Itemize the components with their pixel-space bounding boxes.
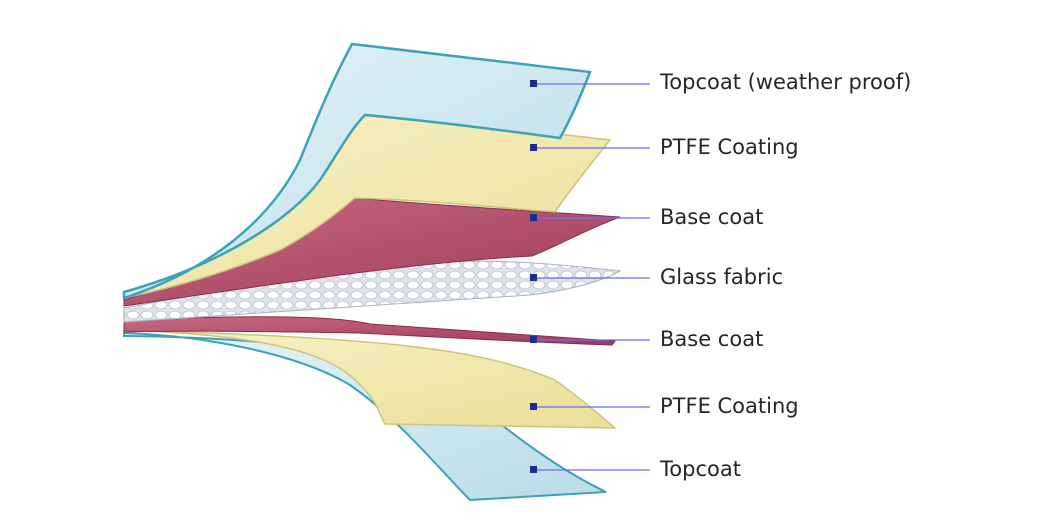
label-base-coat-upper: Base coat — [660, 205, 764, 229]
label-topcoat-weather-proof: Topcoat (weather proof) — [660, 70, 912, 94]
marker-7 — [530, 466, 537, 473]
marker-6 — [530, 403, 537, 410]
label-ptfe-coating-upper: PTFE Coating — [660, 135, 799, 159]
topcoat-upper-layer — [122, 42, 592, 300]
label-topcoat-lower: Topcoat — [660, 457, 741, 481]
marker-2 — [530, 144, 537, 151]
marker-4 — [530, 274, 537, 281]
label-ptfe-coating-lower: PTFE Coating — [660, 394, 799, 418]
ptfe-coating-bottom-layer — [123, 329, 618, 429]
marker-3 — [530, 214, 537, 221]
base-coat-bottom-layer — [123, 316, 616, 346]
leader-lines — [536, 83, 650, 471]
marker-5 — [530, 336, 537, 343]
marker-1 — [530, 80, 537, 87]
markers — [530, 80, 537, 473]
label-glass-fabric: Glass fabric — [660, 265, 784, 289]
label-base-coat-lower: Base coat — [660, 327, 764, 351]
